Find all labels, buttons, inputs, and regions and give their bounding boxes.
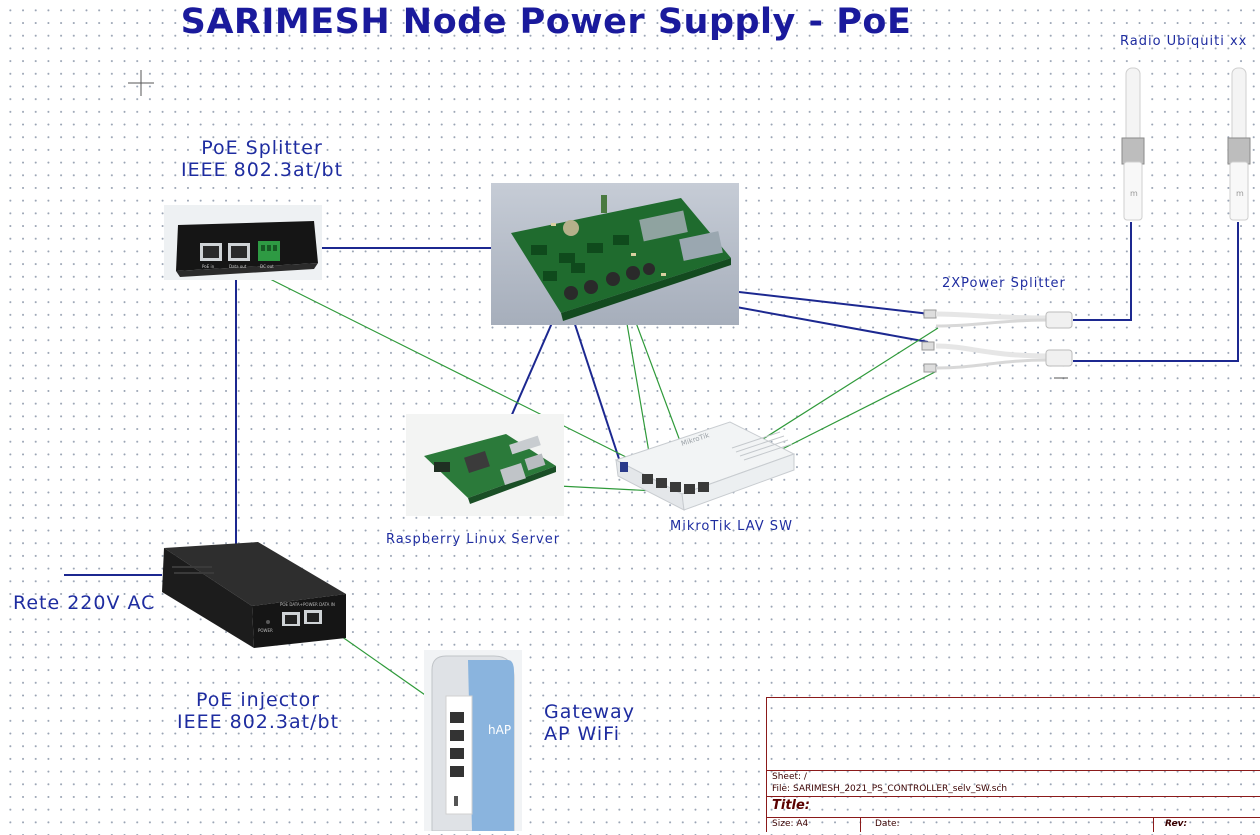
crosshair-cursor-icon <box>128 70 154 96</box>
title-block-size: Size: A4 <box>772 819 809 829</box>
poe-splitter-label-line2: IEEE 802.3at/bt <box>180 159 344 181</box>
gateway-label-line2: AP WiFi <box>544 723 620 745</box>
title-block-rev: Rev: <box>1165 819 1188 829</box>
wire-splitter2-radio2 <box>1073 222 1239 362</box>
injector-ports-text: POE DATA+POWER DATA IN <box>280 602 335 607</box>
poe-injector-image-icon <box>162 542 346 648</box>
title-block-date: Date: <box>875 819 900 829</box>
radio-label: Radio Ubiquiti xx <box>1120 34 1248 49</box>
poe-splitter-label: PoE Splitter IEEE 802.3at/bt <box>152 137 372 181</box>
antenna-1-icon: m <box>1121 67 1145 221</box>
gateway-router-image-icon: hAP <box>431 655 515 832</box>
title-block-title: Title: <box>772 798 811 813</box>
mikrotik-switch-image-icon: MikroTik <box>614 421 796 511</box>
antenna-2-brand: m <box>1236 189 1244 198</box>
controller-board-image <box>491 183 739 325</box>
power-splitter-cables <box>918 302 1078 386</box>
gateway-label-line1: Gateway <box>544 701 635 723</box>
title-block-file: File: SARIMESH_2021_PS_CONTROLLER_selv_S… <box>772 784 1008 794</box>
splitter-port-label-3: DC out <box>260 264 274 269</box>
injector-power-text: POWER <box>258 628 273 633</box>
power-splitter-label: 2XPower Splitter <box>942 276 1066 291</box>
wire-board-mikrotik <box>566 299 623 469</box>
poe-injector-device[interactable]: POE DATA+POWER DATA IN POWER <box>160 540 350 652</box>
antenna-2-icon: m <box>1227 67 1251 221</box>
mikrotik-label: MikroTik LAV SW <box>670 519 793 534</box>
wire-green-splitter-mikrotik <box>261 274 653 471</box>
gateway-brand-text: hAP <box>488 723 511 737</box>
title-block-sheet: Sheet: / <box>772 772 807 782</box>
radio-antenna-1[interactable]: m <box>1118 66 1148 224</box>
diagram-title: SARIMESH Node Power Supply - PoE <box>180 2 912 42</box>
poe-injector-label-line1: PoE injector <box>195 689 321 711</box>
poe-splitter-image-icon <box>176 221 318 277</box>
splitter-port-label-1: PoE in <box>202 264 215 269</box>
title-block: Sheet: / File: SARIMESH_2021_PS_CONTROLL… <box>766 697 1260 832</box>
raspberry-pi-image-icon <box>424 434 556 504</box>
rete-label: Rete 220V AC <box>13 592 156 614</box>
power-splitter-icon <box>921 309 1073 379</box>
antenna-1-brand: m <box>1130 189 1138 198</box>
splitter-port-label-2: Data out <box>229 264 247 269</box>
wire-splitter1-radio1 <box>1073 222 1132 321</box>
gateway-ap-device[interactable]: hAP <box>424 650 522 832</box>
radio-antenna-2[interactable]: m <box>1224 66 1254 224</box>
poe-splitter-label-line1: PoE Splitter <box>201 137 323 159</box>
gateway-label: Gateway AP WiFi <box>544 701 635 745</box>
raspberry-pi-device[interactable] <box>406 414 564 516</box>
poe-injector-label: PoE injector IEEE 802.3at/bt <box>148 689 368 733</box>
raspberry-label: Raspberry Linux Server <box>386 532 561 547</box>
poe-splitter-device: PoE in Data out DC out <box>164 205 322 280</box>
mikrotik-switch-device[interactable]: MikroTik <box>612 402 796 514</box>
poe-injector-label-line2: IEEE 802.3at/bt <box>176 711 340 733</box>
pcb-render-icon <box>511 195 731 321</box>
